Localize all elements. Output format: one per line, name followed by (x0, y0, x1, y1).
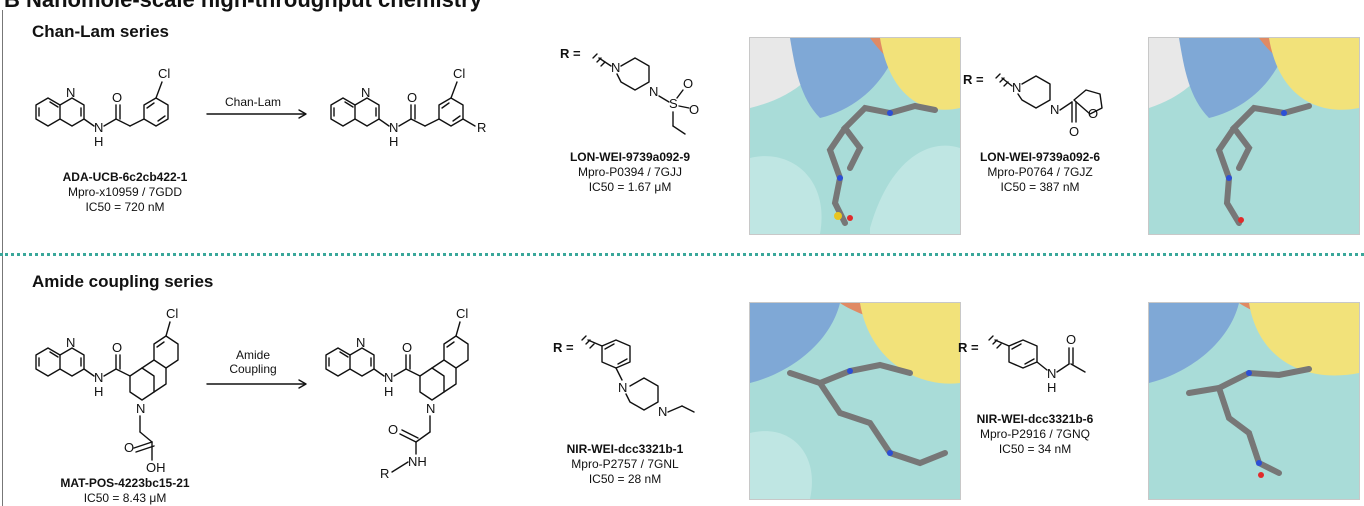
svg-text:O: O (402, 340, 412, 355)
svg-text:Cl: Cl (456, 306, 468, 321)
svg-text:O: O (124, 440, 134, 455)
r-group-bottom-2-structure: N H O (988, 332, 1086, 395)
start-compound-top-caption: ADA-UCB-6c2cb422-1 Mpro-x10959 / 7GDD IC… (62, 170, 188, 214)
amide-coupling-arrow-label: Amide Coupling (229, 348, 277, 376)
crystal-structure-panel-bottom-1 (749, 302, 961, 500)
svg-text:N: N (356, 335, 365, 350)
start-compound-bottom-structure: N N H O Cl N O OH (35, 306, 179, 475)
svg-text:S: S (669, 96, 678, 111)
svg-text:H: H (1047, 380, 1056, 395)
svg-text:O: O (689, 102, 699, 117)
series-divider (0, 253, 1364, 256)
svg-text:N: N (66, 335, 75, 350)
svg-text:H: H (389, 134, 398, 149)
svg-text:N: N (136, 401, 145, 416)
svg-text:N: N (66, 85, 75, 100)
svg-text:R: R (477, 120, 486, 135)
svg-text:O: O (1066, 332, 1076, 347)
reaction-arrow-bottom (206, 379, 307, 389)
r-label-top-1: R = (560, 46, 581, 61)
svg-text:N: N (618, 380, 627, 395)
svg-text:H: H (94, 134, 103, 149)
svg-text:N: N (384, 370, 393, 385)
left-margin-line (2, 10, 3, 506)
start-compound-bottom-caption: MAT-POS-4223bc15-21 IC50 = 8.43 μM (60, 476, 190, 505)
svg-text:R: R (380, 466, 389, 481)
r-group-top-1-caption: LON-WEI-9739a092-9 Mpro-P0394 / 7GJJ IC5… (569, 150, 691, 194)
svg-text:N: N (1012, 80, 1021, 95)
r-group-bottom-1-caption: NIR-WEI-dcc3321b-1 Mpro-P2757 / 7GNL IC5… (566, 442, 684, 486)
svg-text:N: N (1047, 366, 1056, 381)
svg-text:Cl: Cl (166, 306, 178, 321)
svg-text:OH: OH (146, 460, 166, 475)
svg-text:O: O (407, 90, 417, 105)
crystal-structure-panel-bottom-2 (1148, 302, 1360, 500)
svg-text:H: H (384, 384, 393, 399)
start-compound-top-structure: N N H O Cl (35, 66, 170, 149)
svg-text:N: N (611, 60, 620, 75)
reaction-arrow-top (206, 109, 307, 119)
chan-lam-series-title: Chan-Lam series (32, 22, 169, 41)
svg-text:N: N (658, 404, 667, 419)
r-label-top-2: R = (963, 72, 984, 87)
svg-text:O: O (112, 340, 122, 355)
svg-text:O: O (388, 422, 398, 437)
svg-text:O: O (683, 76, 693, 91)
svg-text:Cl: Cl (453, 66, 465, 81)
svg-text:N: N (1050, 102, 1059, 117)
product-bottom-structure: N N H O Cl N O NH R (325, 306, 469, 481)
svg-text:N: N (426, 401, 435, 416)
product-top-structure: N N H O Cl R (330, 66, 486, 149)
r-group-bottom-1-structure: N N (581, 335, 695, 419)
r-group-top-2-structure: N N O O (995, 73, 1103, 139)
svg-text:H: H (94, 384, 103, 399)
svg-text:N: N (94, 370, 103, 385)
r-group-top-2-caption: LON-WEI-9739a092-6 Mpro-P0764 / 7GJZ IC5… (979, 150, 1101, 194)
r-group-top-1-structure: N N S O O (592, 53, 699, 135)
r-label-bottom-2: R = (958, 340, 979, 355)
svg-text:O: O (112, 90, 122, 105)
svg-text:N: N (649, 84, 658, 99)
svg-text:N: N (389, 120, 398, 135)
svg-text:N: N (361, 85, 370, 100)
crystal-structure-panel-top-2 (1148, 37, 1360, 235)
svg-text:O: O (1069, 124, 1079, 139)
svg-text:NH: NH (408, 454, 427, 469)
svg-text:O: O (1088, 106, 1098, 121)
amide-coupling-series-title: Amide coupling series (32, 272, 214, 291)
figure-title: B Nanomole-scale high-throughput chemist… (4, 0, 482, 13)
svg-text:N: N (94, 120, 103, 135)
chan-lam-arrow-label: Chan-Lam (224, 95, 282, 109)
crystal-structure-panel-top-1 (749, 37, 961, 235)
r-label-bottom-1: R = (553, 340, 574, 355)
r-group-bottom-2-caption: NIR-WEI-dcc3321b-6 Mpro-P2916 / 7GNQ IC5… (976, 412, 1094, 456)
svg-text:Cl: Cl (158, 66, 170, 81)
